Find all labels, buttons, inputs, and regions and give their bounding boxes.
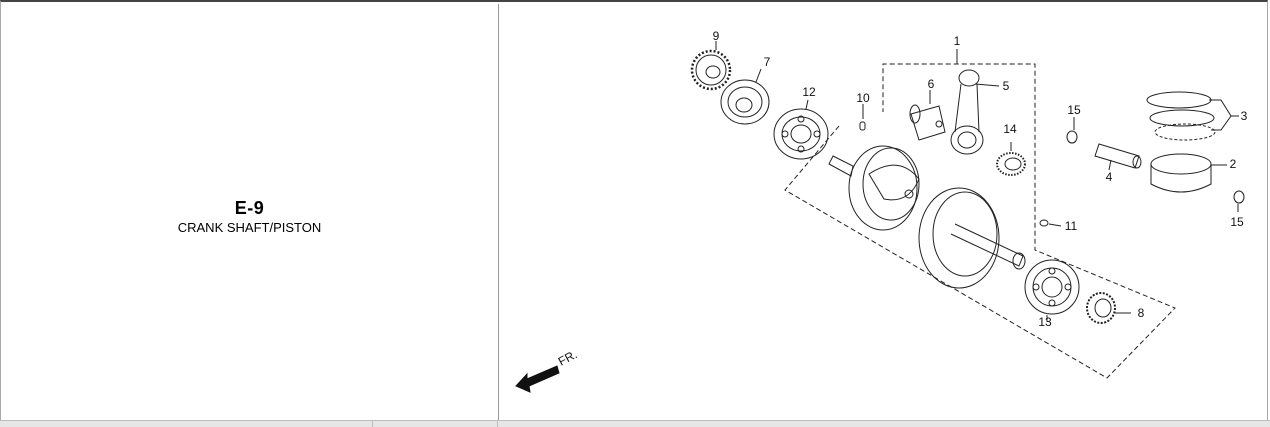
callout-2: 2 [1230,157,1237,171]
callout-9: 9 [713,29,720,43]
piston-pin-4 [1094,143,1142,171]
callout-14: 14 [1003,122,1017,136]
section-code: E-9 [234,198,265,218]
callout-4: 4 [1106,170,1113,184]
connecting-rod-5 [950,69,1000,155]
crankshaft-group-outline [784,63,1176,379]
crank-web-left [828,145,920,231]
sprocket-8 [1086,292,1131,324]
crank-web-right [918,187,1026,289]
timing-gear [690,41,732,91]
crank-pin-6 [909,90,946,141]
woodruff-key-11 [1039,219,1062,227]
callout-7: 7 [764,55,771,69]
next-row-divider [497,420,498,427]
callout-10: 10 [856,91,870,105]
callout-15-lower: 15 [1230,215,1244,229]
circlip-15-upper [1066,117,1078,144]
callout-8: 8 [1138,306,1145,320]
ball-bearing-13 [1024,259,1080,322]
callout-1: 1 [954,34,961,48]
next-row-strip [0,420,1270,427]
piston-2 [1150,153,1227,193]
piston-rings-3 [1146,91,1239,141]
woodruff-key-10 [859,104,866,131]
front-direction-arrow [515,365,560,393]
callout-12: 12 [802,85,816,99]
callout-3: 3 [1241,109,1248,123]
next-row-divider [372,420,373,427]
section-title: CRANK SHAFT/PISTON [177,220,322,235]
bearing-7 [720,68,770,125]
section-cell: E-9 CRANK SHAFT/PISTON [1,4,499,420]
circlip-15-lower [1233,190,1245,212]
callout-11: 11 [1065,219,1078,233]
callout-5: 5 [1003,79,1010,93]
callout-13: 13 [1038,315,1052,329]
needle-bearing-14 [996,142,1026,176]
callout-6: 6 [928,77,935,91]
diagram-cell: 1 2 3 4 5 6 7 8 9 10 11 12 13 14 15 15 F… [499,4,1267,420]
callout-labels: 1 2 3 4 5 6 7 8 9 10 11 12 13 14 15 15 F… [556,29,1248,369]
ball-bearing-12 [773,99,829,160]
front-direction-label: FR. [556,347,580,368]
exploded-parts-diagram: 1 2 3 4 5 6 7 8 9 10 11 12 13 14 15 15 F… [515,29,1248,393]
callout-15-upper: 15 [1067,103,1081,117]
section-caption: E-9 CRANK SHAFT/PISTON [1,197,498,236]
